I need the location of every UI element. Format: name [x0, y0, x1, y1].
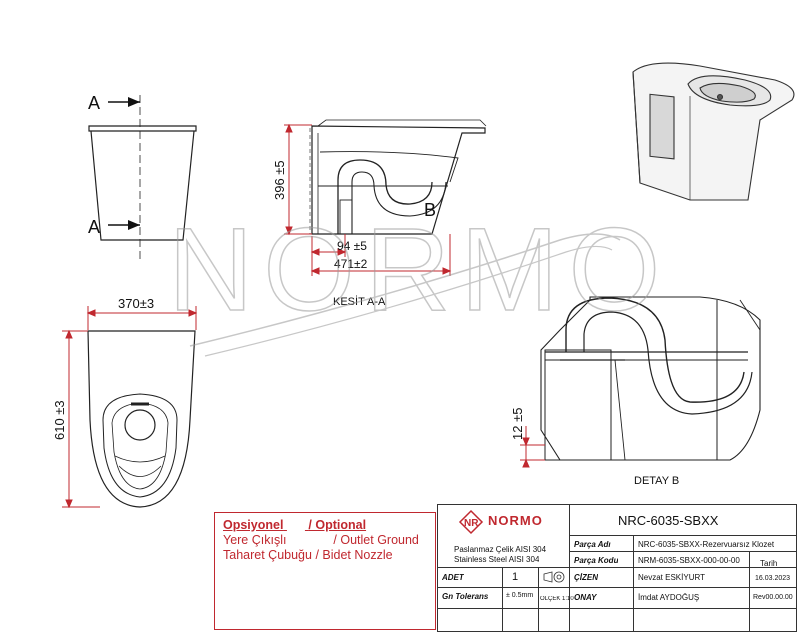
- dim-outlet: [310, 234, 347, 276]
- option-bidet-en: / Bidet Nozzle: [315, 548, 393, 562]
- detail-dim-label: 12 ±5: [510, 408, 525, 440]
- scale: ÖLÇEK 1:10: [540, 596, 574, 602]
- svg-text:NR: NR: [464, 518, 479, 529]
- part-name: NRC-6035-SBXX-Rezervuarsız Klozet: [638, 540, 775, 549]
- options-row: Taharet Çubuğu / Bidet Nozzle: [223, 548, 427, 563]
- option-outlet-en: / Outlet Ground: [333, 533, 419, 547]
- watermark-text: NORMO: [168, 204, 670, 336]
- options-row: Yere Çıkışlı / Outlet Ground: [223, 533, 427, 548]
- options-header: Opsiyonel / Optional: [223, 518, 427, 533]
- quantity-value: 1: [512, 571, 519, 583]
- dim-outlet-label: 94 ±5: [337, 239, 367, 253]
- detail-caption: DETAY B: [634, 475, 679, 487]
- isometric-view: [632, 62, 795, 201]
- title-block: NR NORMO Paslanmaz Çelik AISI 304 Stainl…: [437, 504, 797, 632]
- dim-plan-length: [62, 329, 100, 509]
- detail-view: [540, 296, 761, 461]
- tolerance-label: Gn Tolerans: [442, 592, 489, 601]
- plan-view: [87, 330, 196, 508]
- section-view: [309, 119, 487, 235]
- front-view: [88, 95, 197, 260]
- revision: Rev00.00.00: [753, 594, 793, 601]
- options-header-tr: Opsiyonel: [223, 518, 284, 532]
- drawn-label: ÇİZEN: [574, 573, 598, 582]
- section-arrow-bottom: A: [88, 217, 140, 237]
- option-outlet-tr: Yere Çıkışlı: [223, 533, 287, 547]
- part-code: NRM-6035-SBXX-000-00-00: [638, 556, 740, 565]
- part-code-label: Parça Kodu: [574, 556, 619, 565]
- dim-detail: [520, 426, 545, 468]
- dim-depth-label: 471±2: [334, 257, 368, 271]
- drawing-number: NRC-6035-SBXX: [618, 513, 719, 528]
- drawn-by: Nevzat ESKİYURT: [638, 573, 705, 582]
- projection-symbol-icon: [543, 571, 565, 583]
- material-tr: Paslanmaz Çelik AISI 304: [454, 545, 547, 554]
- quantity-icon: [542, 569, 568, 585]
- option-bidet-tr: Taharet Çubuğu: [223, 548, 312, 562]
- part-name-label: Parça Adı: [574, 540, 611, 549]
- options-box: Opsiyonel / Optional Yere Çıkışlı / Outl…: [214, 512, 436, 630]
- options-header-en: / Optional: [308, 518, 367, 532]
- dim-height: [284, 123, 312, 236]
- dim-height-label: 396 ±5: [272, 160, 287, 200]
- tolerance-value: ± 0.5mm: [506, 592, 534, 599]
- detail-marker-b: B: [424, 200, 436, 220]
- logo-mark-icon: NR: [458, 509, 484, 535]
- section-label-bottom: A: [88, 217, 100, 237]
- dim-depth: [310, 234, 452, 276]
- quantity-label: ADET: [442, 573, 464, 582]
- date-value: 16.03.2023: [755, 575, 791, 582]
- section-label-top: A: [88, 93, 100, 113]
- date-label: Tarih: [760, 559, 778, 568]
- dim-plan-width: [86, 306, 198, 330]
- title-logo: NR: [458, 509, 558, 535]
- watermark-logo: NORMO: [167, 203, 670, 357]
- section-arrow-top: A: [88, 93, 140, 113]
- dim-top-width-label: 370±3: [118, 296, 154, 311]
- approved-label: ONAY: [574, 593, 597, 602]
- title-logo-text: NORMO: [488, 513, 543, 528]
- dim-plan-length-label: 610 ±3: [52, 400, 67, 440]
- material-en: Stainless Steel AISI 304: [454, 555, 540, 564]
- approved-by: İmdat AYDOĞUŞ: [638, 593, 700, 602]
